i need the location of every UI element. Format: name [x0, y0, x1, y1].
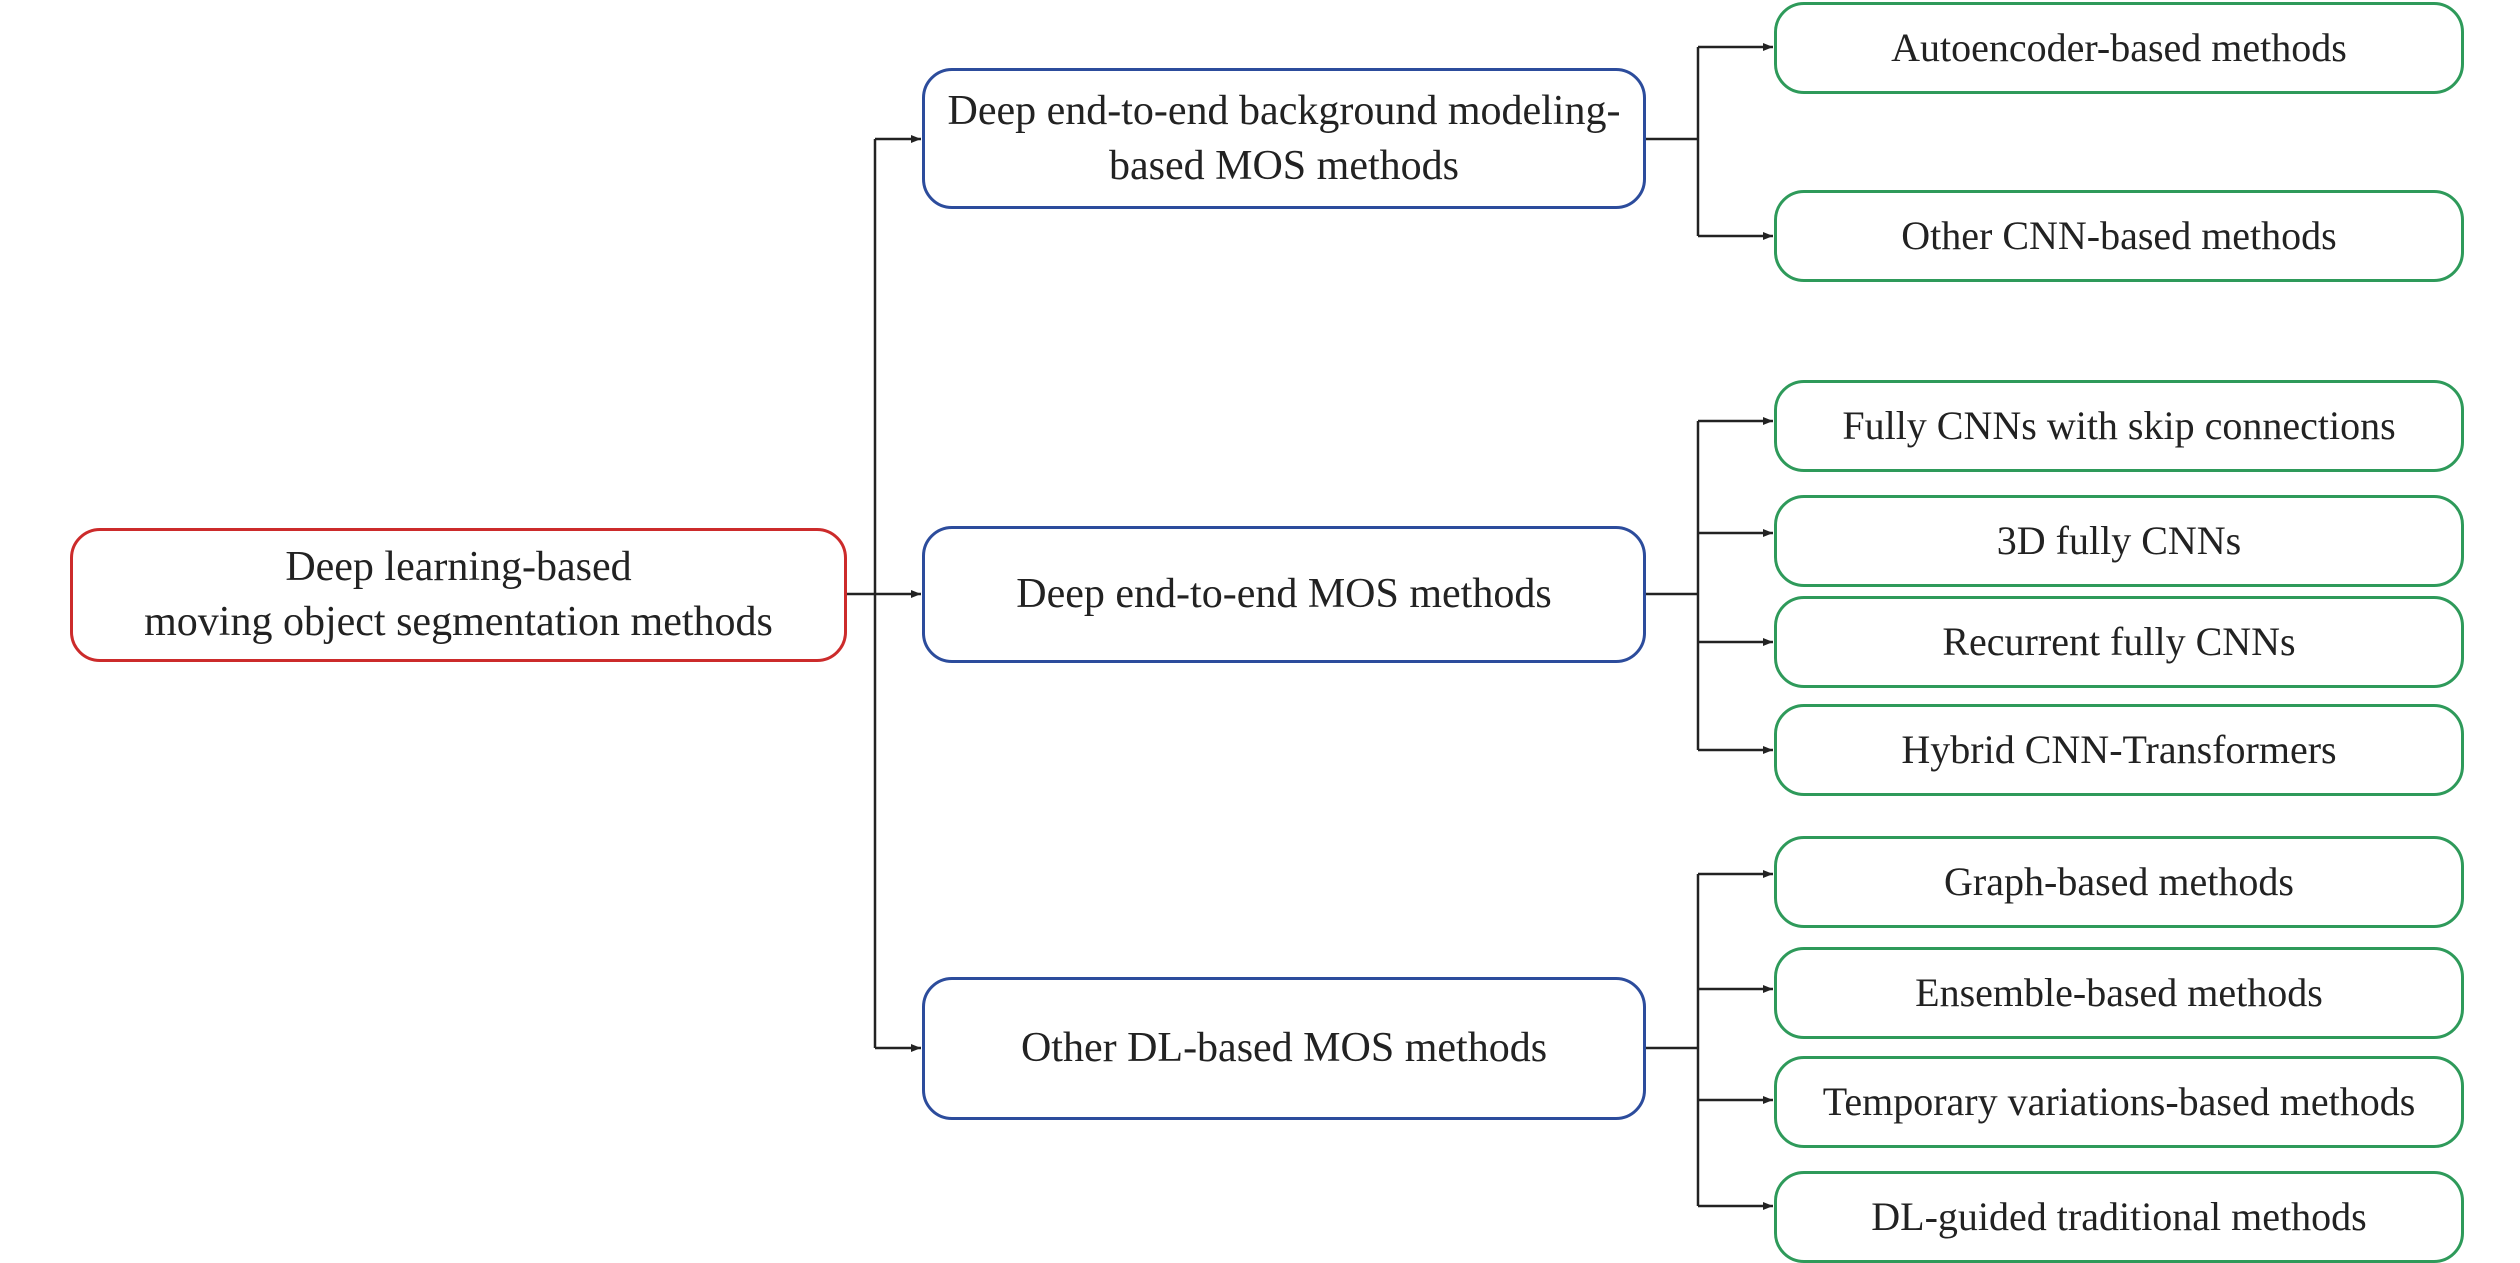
method-node-dl-guided: DL-guided traditional methods	[1774, 1171, 2464, 1263]
method-label: Autoencoder-based methods	[1891, 25, 2347, 70]
method-label: Ensemble-based methods	[1915, 970, 2323, 1015]
method-node-temporary-variations: Temporary variations-based methods	[1774, 1056, 2464, 1148]
category-label: Deep end-to-end MOS methods	[1016, 571, 1552, 618]
method-node-hybrid-cnn-transformer: Hybrid CNN-Transformers	[1774, 704, 2464, 796]
category-node-background-modeling: Deep end-to-end background modeling- bas…	[922, 68, 1646, 209]
method-node-graph: Graph-based methods	[1774, 836, 2464, 928]
method-node-fully-cnn-skip: Fully CNNs with skip connections	[1774, 380, 2464, 472]
category-label: Deep end-to-end background modeling- bas…	[947, 87, 1621, 189]
root-label: Deep learning-based moving object segmen…	[144, 544, 773, 645]
method-label: Fully CNNs with skip connections	[1842, 403, 2396, 448]
category-node-other-dl: Other DL-based MOS methods	[922, 977, 1646, 1120]
method-label: DL-guided traditional methods	[1871, 1194, 2367, 1239]
method-node-3d-fully-cnn: 3D fully CNNs	[1774, 495, 2464, 587]
category-node-end-to-end: Deep end-to-end MOS methods	[922, 526, 1646, 663]
method-label: Hybrid CNN-Transformers	[1901, 727, 2337, 772]
method-node-ensemble: Ensemble-based methods	[1774, 947, 2464, 1039]
method-label: Temporary variations-based methods	[1822, 1079, 2416, 1124]
method-node-autoencoder: Autoencoder-based methods	[1774, 2, 2464, 94]
method-node-recurrent-cnn: Recurrent fully CNNs	[1774, 596, 2464, 688]
category-label: Other DL-based MOS methods	[1020, 1025, 1548, 1072]
method-label: 3D fully CNNs	[1996, 518, 2242, 563]
method-node-other-cnn: Other CNN-based methods	[1774, 190, 2464, 282]
method-label: Recurrent fully CNNs	[1942, 619, 2296, 664]
method-label: Other CNN-based methods	[1901, 213, 2337, 258]
method-label: Graph-based methods	[1944, 859, 2294, 904]
root-node: Deep learning-based moving object segmen…	[70, 528, 847, 662]
